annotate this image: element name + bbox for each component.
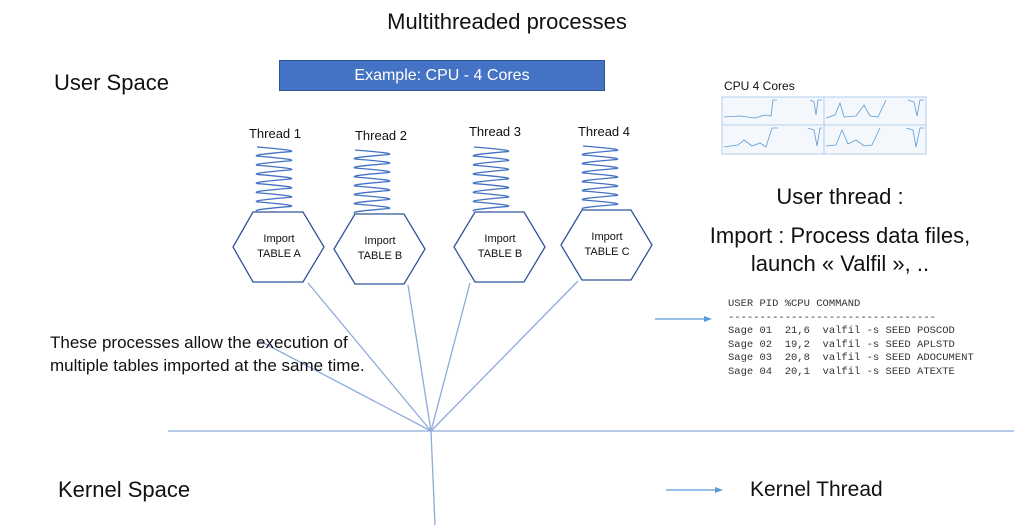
description-branch-line — [257, 339, 432, 432]
spring-1 — [255, 146, 293, 212]
page-title: Multithreaded processes — [387, 9, 627, 34]
hexagon-line1: Import — [263, 233, 295, 245]
process-description: These processes allow the execution of m… — [50, 333, 365, 375]
cpu-cores-graph — [721, 96, 927, 155]
branch-line-1 — [307, 282, 432, 432]
cpu-graph-label: CPU 4 Cores — [724, 79, 795, 93]
thread-hexagon-3 — [453, 211, 546, 283]
hexagon-line2: TABLE A — [257, 248, 301, 260]
thread-hexagon-text-1: Import TABLE A — [234, 232, 324, 262]
branch-line-2 — [407, 284, 432, 432]
spring-2 — [353, 149, 391, 214]
console-header: USER PID %CPU COMMAND — [728, 298, 861, 310]
cpu-example-banner: Example: CPU - 4 Cores — [279, 60, 605, 91]
user-thread-arrowhead — [704, 316, 712, 322]
kernel-trunk-line — [430, 430, 436, 525]
hexagon-line1: Import — [484, 233, 516, 245]
hexagon-line1: Import — [591, 231, 623, 243]
console-row: Sage 01 21,6 valfil -s SEED POSCOD — [728, 325, 955, 337]
thread-hexagon-text-2: Import TABLE B — [335, 234, 425, 264]
user-thread-heading: User thread : — [776, 184, 904, 209]
thread-label-2: Thread 2 — [354, 128, 408, 143]
thread-hexagon-text-3: Import TABLE B — [455, 232, 545, 262]
console-row: Sage 04 20,1 valfil -s SEED ATEXTE — [728, 365, 955, 378]
kernel-thread-arrowhead — [715, 487, 723, 493]
spring-4 — [581, 145, 619, 210]
console-row: Sage 03 20,8 valfil -s SEED ADOCUMENT — [728, 352, 974, 364]
hexagon-line2: TABLE B — [357, 250, 403, 262]
thread-label-3: Thread 3 — [468, 124, 522, 139]
thread-label-4: Thread 4 — [577, 124, 631, 139]
import-description: Import : Process data files, launch « Va… — [709, 223, 971, 276]
thread-hexagon-4 — [560, 209, 653, 281]
thread-hexagon-1 — [232, 211, 325, 283]
user-space-label: User Space — [54, 70, 169, 95]
hexagon-line1: Import — [364, 235, 396, 247]
thread-hexagon-text-4: Import TABLE C — [562, 230, 652, 260]
branch-line-4 — [430, 280, 579, 432]
hexagon-line2: TABLE B — [477, 248, 523, 260]
thread-label-1: Thread 1 — [248, 126, 302, 141]
kernel-thread-label: Kernel Thread — [750, 478, 883, 501]
console-separator: --------------------------------- — [728, 311, 936, 324]
console-row: Sage 02 19,2 valfil -s SEED APLSTD — [728, 338, 955, 351]
kernel-space-label: Kernel Space — [58, 477, 191, 502]
spring-3 — [472, 146, 510, 212]
process-list-console: USER PID %CPU COMMAND-------------------… — [728, 298, 974, 379]
branch-line-3 — [430, 282, 471, 432]
thread-hexagon-2 — [333, 213, 426, 285]
hexagon-line2: TABLE C — [584, 246, 630, 258]
